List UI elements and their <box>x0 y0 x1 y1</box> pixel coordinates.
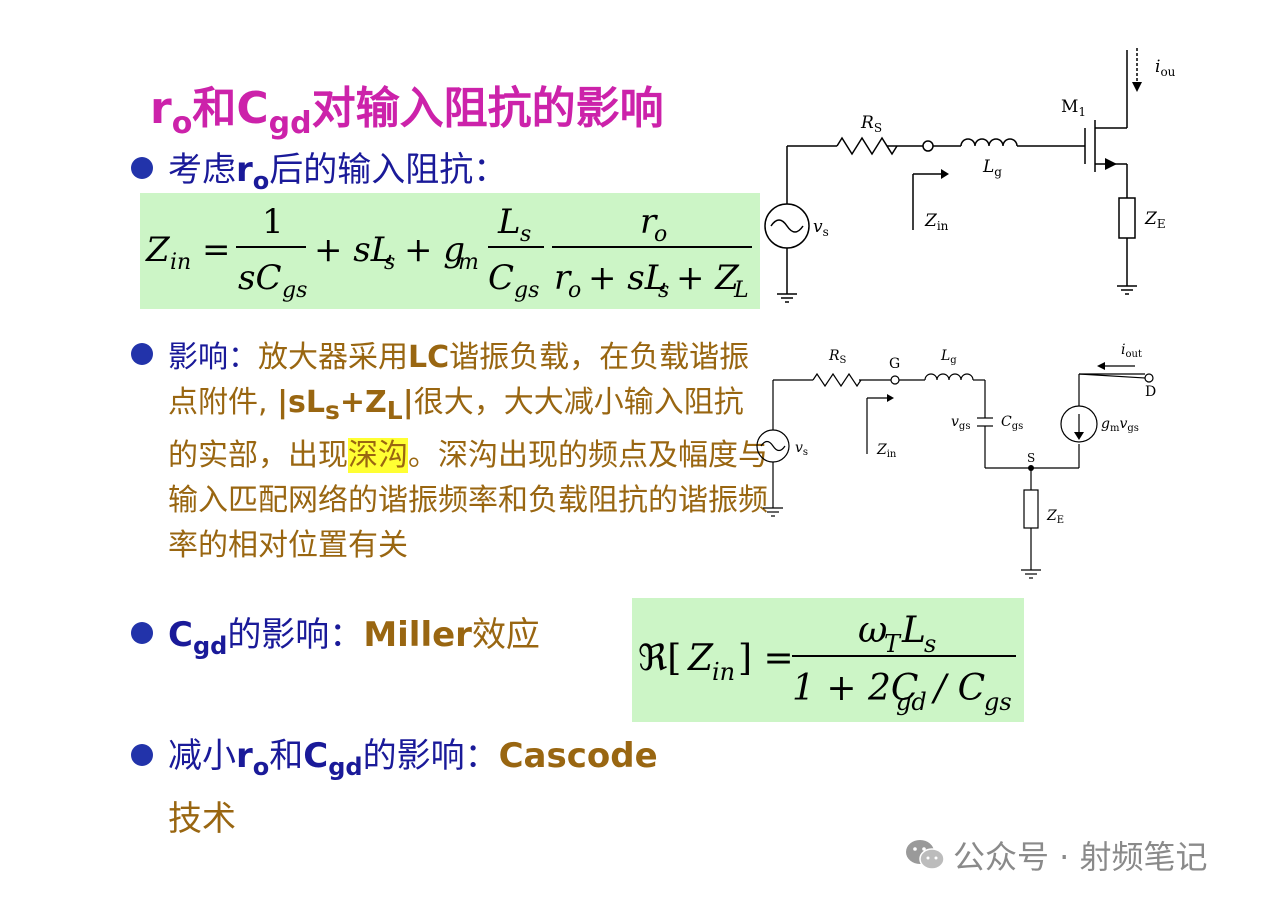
svg-text:ℜ[: ℜ[ <box>638 638 681 679</box>
bullet-dot <box>131 157 153 179</box>
svg-text:m: m <box>458 250 479 275</box>
svg-text:Zin: Zin <box>876 442 897 460</box>
svg-text:Z: Z <box>687 638 714 679</box>
svg-text:Lg: Lg <box>982 157 1002 179</box>
watermark: 公众号 · 射频笔记 <box>905 832 1208 880</box>
formula2-svg: ℜ[ Z in ] = ω T L s 1 + 2C gd / C gs <box>638 610 1016 716</box>
highlighted-term: 深沟 <box>348 438 408 473</box>
svg-text:s: s <box>924 630 936 658</box>
svg-text:S: S <box>1027 451 1035 465</box>
bullet-dot <box>131 744 153 766</box>
svg-text:G: G <box>889 356 900 372</box>
svg-text:Lg: Lg <box>940 348 957 366</box>
svg-text:+ sL: + sL <box>314 230 393 270</box>
svg-text:gs: gs <box>514 278 539 303</box>
formula1-svg: Z in = 1 sC gs + sL s + g m L s C gs r o… <box>145 202 752 303</box>
svg-text:gd: gd <box>896 688 927 716</box>
svg-text:L: L <box>497 202 521 242</box>
svg-text:] =: ] = <box>738 638 794 679</box>
svg-text:s: s <box>384 250 395 275</box>
bullet3-text: Cgd的影响：Miller效应 <box>168 615 540 660</box>
svg-text:r: r <box>640 202 658 242</box>
svg-text:Zin: Zin <box>924 211 949 233</box>
svg-text:Cgs: Cgs <box>1001 414 1023 432</box>
svg-text:s: s <box>658 278 669 303</box>
svg-text:gs: gs <box>282 278 307 303</box>
wechat-icon <box>905 838 945 880</box>
svg-text:ω: ω <box>858 610 887 651</box>
svg-text:RS: RS <box>828 348 847 366</box>
svg-text:D: D <box>1145 384 1156 400</box>
svg-text:M1: M1 <box>1061 97 1086 119</box>
circuit-schematic-2: RS G Lg iout D vgs Cgs gmvgs vs Zin S ZE <box>756 342 1156 579</box>
svg-text:o: o <box>568 278 581 303</box>
svg-text:vs: vs <box>813 217 829 239</box>
svg-text:iout: iout <box>1155 57 1175 79</box>
svg-text:L: L <box>901 610 926 651</box>
svg-text:s: s <box>520 222 531 247</box>
svg-text:ZE: ZE <box>1046 508 1064 526</box>
svg-text:o: o <box>654 222 667 247</box>
svg-text:L: L <box>733 278 749 303</box>
svg-text:T: T <box>884 630 902 658</box>
input-impedance-formula: Z in = 1 sC gs + sL s + g m L s C gs r o… <box>140 193 760 309</box>
svg-text:+ Z: + Z <box>676 258 740 298</box>
bullet2-paragraph: 影响：放大器采用LC谐振负载，在负载谐振点附件, |sLs+ZL|很大，大大减小… <box>168 340 768 563</box>
svg-text:gmvgs: gmvgs <box>1101 416 1139 434</box>
slide-title: ro和Cgd对输入阻抗的影响 <box>150 83 664 141</box>
svg-text:C: C <box>488 258 514 298</box>
svg-text:r: r <box>554 258 572 298</box>
bullet1-text: 考虑ro后的输入阻抗： <box>168 150 508 195</box>
svg-text:1: 1 <box>262 202 284 242</box>
svg-text:=: = <box>202 230 231 270</box>
svg-text:gs: gs <box>984 688 1012 716</box>
svg-text:in: in <box>170 250 191 275</box>
svg-text:RS: RS <box>860 113 882 135</box>
svg-text:in: in <box>712 658 735 686</box>
svg-text:vs: vs <box>795 440 808 458</box>
svg-text:Z: Z <box>145 230 171 270</box>
svg-text:1 + 2C: 1 + 2C <box>792 668 918 709</box>
svg-text:/ C: / C <box>931 668 985 709</box>
svg-text:sC: sC <box>238 258 281 298</box>
svg-text:+ g: + g <box>404 230 465 270</box>
watermark-text: 公众号 · 射频笔记 <box>953 838 1208 876</box>
svg-text:iout: iout <box>1121 342 1142 360</box>
bullet-dot <box>131 622 153 644</box>
svg-text:ZE: ZE <box>1144 209 1166 231</box>
svg-text:vgs: vgs <box>951 414 970 432</box>
bullet-dot <box>131 343 153 365</box>
circuit-schematic-1: RS Lg M1 iout vs Zin ZE <box>764 48 1175 303</box>
miller-formula: ℜ[ Z in ] = ω T L s 1 + 2C gd / C gs <box>632 598 1024 722</box>
svg-text:+ sL: + sL <box>588 258 667 298</box>
